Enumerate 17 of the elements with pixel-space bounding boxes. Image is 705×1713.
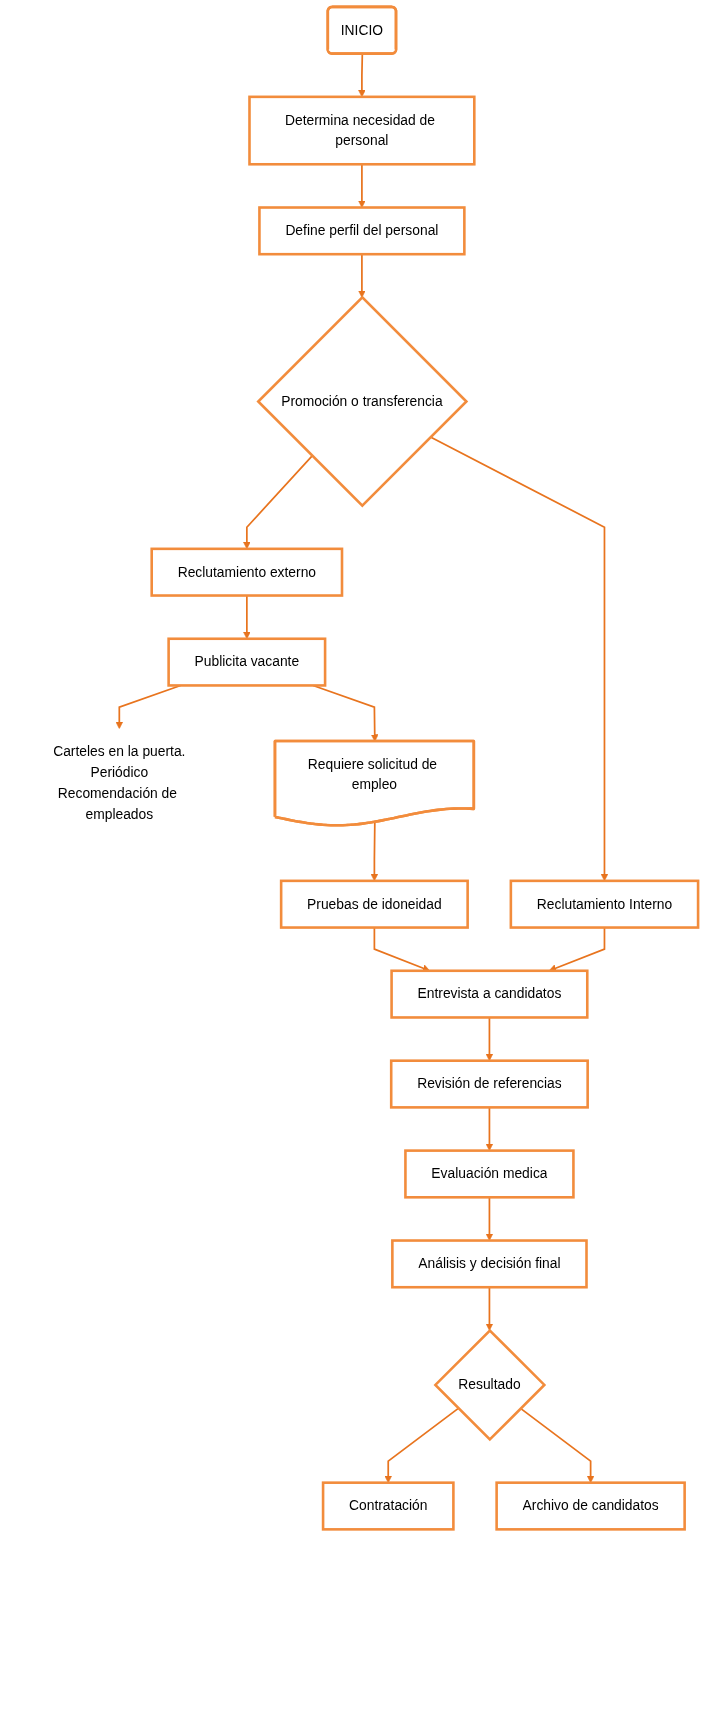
node-box: Contratación [321, 1481, 455, 1531]
node-box: Determina necesidad de personal [248, 95, 476, 166]
node-box: Define perfil del personal [258, 206, 466, 256]
node-box: Archivo de candidatos [495, 1481, 686, 1531]
node-box: Evaluación medica [404, 1149, 575, 1199]
node-diamond: Resultado [433, 1328, 547, 1442]
node-box: Revisión de referencias [389, 1059, 589, 1109]
node-box: Análisis y decisión final [391, 1239, 588, 1289]
arrow [519, 1407, 595, 1483]
node-box: Publicita vacante [167, 637, 327, 687]
arrow [384, 1407, 460, 1483]
node-box: Entrevista a candidatos [390, 969, 589, 1019]
node-box: Reclutamiento externo [150, 547, 344, 597]
node-box: Pruebas de idoneidad [279, 879, 469, 929]
node-text: Carteles en la puerta. Periódico Recomendación de empleados [53, 744, 186, 822]
node-box: Reclutamiento Interno [509, 879, 700, 929]
node-diamond: Promoción o transferencia [256, 295, 469, 508]
